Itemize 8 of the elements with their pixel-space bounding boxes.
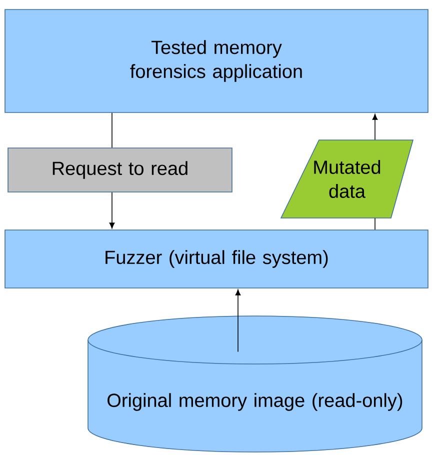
arrow	[235, 289, 241, 352]
label-box: Request to read	[8, 148, 232, 192]
arrow	[109, 192, 115, 229]
process-box: Fuzzer (virtual file system)	[4, 230, 428, 288]
arrow	[372, 114, 378, 140]
storage-cylinder: Original memory image (read-only)	[88, 316, 422, 452]
connector-line	[374, 218, 376, 230]
process-box: Tested memory forensics application	[4, 9, 428, 113]
